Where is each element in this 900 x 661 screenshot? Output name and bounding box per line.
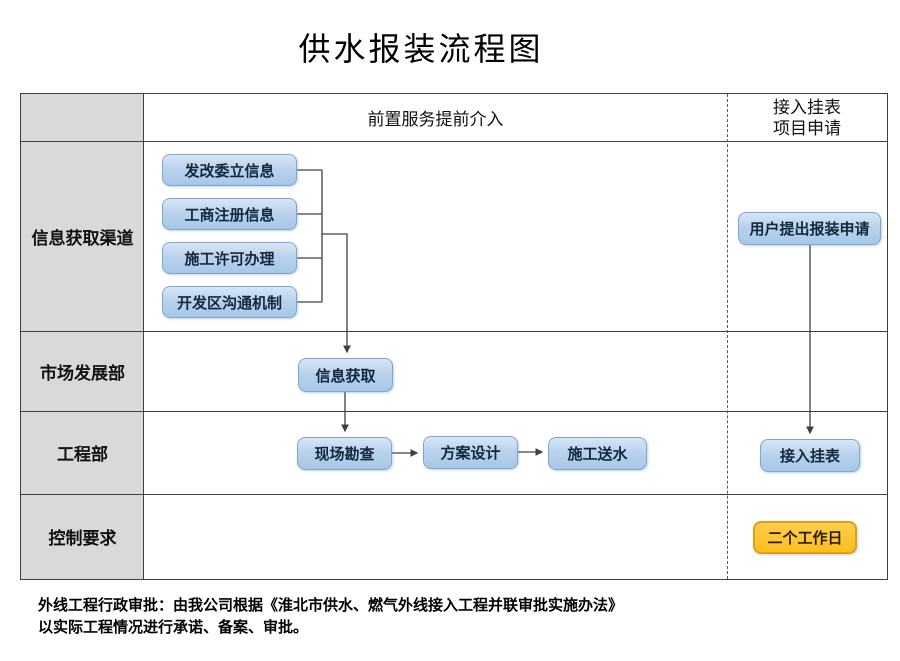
row-divider-1: [21, 141, 887, 142]
lane-label-info-channels: 信息获取渠道: [31, 228, 134, 248]
lane-label-control-requirements: 控制要求: [48, 528, 117, 548]
box-site-survey: 现场勘查: [297, 437, 392, 470]
lane-label-column: [21, 94, 144, 579]
source-bus-connector: [297, 169, 323, 303]
box-meter-connection: 接入挂表: [760, 439, 860, 472]
box-construction-water-supply: 施工送水: [548, 437, 647, 470]
box-plan-design: 方案设计: [423, 436, 518, 469]
footnote-line2: 以实际工程情况进行承诺、备案、审批。: [38, 619, 309, 636]
box-dev-zone-communication: 开发区沟通机制: [162, 286, 297, 318]
footnote-line1: 外线工程行政审批：由我公司根据《淮北市供水、燃气外线接入工程并联审批实施办法》: [38, 598, 624, 614]
box-construction-permit: 施工许可办理: [162, 242, 297, 274]
header-meter-application: 接入挂表 项目申请: [727, 94, 887, 141]
swimlane-table: 前置服务提前介入 接入挂表 项目申请 信息获取渠道 市场发展部 工程部 控制要求: [20, 93, 888, 580]
row-divider-4: [21, 494, 887, 495]
row-divider-2: [21, 331, 887, 332]
lane-label-market-dept: 市场发展部: [40, 363, 125, 383]
box-ndrc-project-info: 发改委立信息: [162, 154, 297, 186]
box-business-registration-info: 工商注册信息: [162, 198, 297, 230]
box-two-working-days: 二个工作日: [753, 521, 857, 554]
lane-label-engineering-dept: 工程部: [57, 445, 108, 464]
row-divider-3: [21, 411, 887, 412]
footnote: 外线工程行政审批：由我公司根据《淮北市供水、燃气外线接入工程并联审批实施办法》 …: [38, 596, 623, 640]
page-title: 供水报装流程图: [298, 31, 544, 67]
box-user-application: 用户提出报装申请: [738, 212, 881, 245]
header-meter-line1: 接入挂表: [773, 97, 841, 117]
box-info-acquire: 信息获取: [298, 358, 393, 392]
phase-divider-dashed: [727, 94, 728, 579]
header-meter-line2: 项目申请: [773, 118, 841, 138]
header-pre-service: 前置服务提前介入: [367, 110, 504, 129]
arrow-to-info-acquire: [322, 233, 351, 354]
